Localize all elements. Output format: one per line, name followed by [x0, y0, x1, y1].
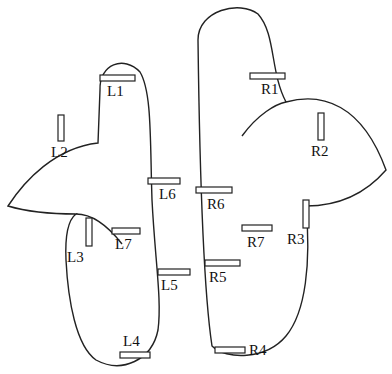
probe: [112, 228, 140, 234]
probe: [215, 347, 245, 353]
callout-label: L6: [158, 187, 177, 202]
right-outline: [198, 8, 386, 356]
callout-label: R4: [248, 343, 268, 358]
callout-label: R7: [246, 235, 266, 250]
left-outline: [8, 63, 159, 365]
callout-label: L4: [122, 334, 141, 349]
callout-label: R3: [286, 232, 306, 247]
probe: [148, 178, 180, 184]
probe: [158, 269, 190, 275]
probe: [250, 73, 285, 79]
probe: [196, 187, 232, 193]
callout-label: L1: [106, 84, 125, 99]
probe: [205, 260, 240, 266]
callout-label: L7: [114, 237, 133, 252]
right-fissure: [242, 102, 286, 136]
callout-label: L3: [66, 250, 85, 265]
callout-label: R2: [310, 144, 330, 159]
probe: [86, 218, 92, 246]
probe: [303, 200, 309, 228]
callout-label: L2: [50, 145, 69, 160]
probe: [242, 225, 272, 231]
callout-label: R6: [206, 197, 226, 212]
probe: [58, 115, 64, 141]
probe: [318, 113, 324, 140]
callout-label: R5: [208, 270, 228, 285]
callout-label: L5: [160, 278, 179, 293]
probe: [120, 352, 150, 358]
callout-label: R1: [260, 82, 280, 97]
probe: [100, 75, 135, 81]
